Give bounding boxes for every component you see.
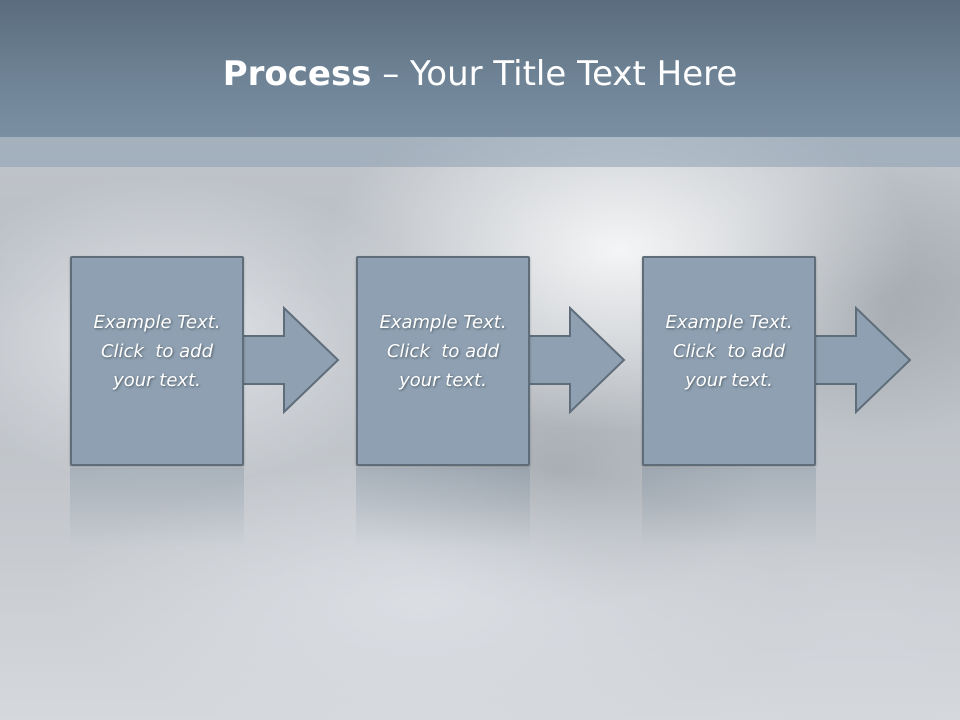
step-line: Click to add: [386, 341, 499, 362]
step-line: your text.: [113, 370, 201, 391]
step-line: your text.: [685, 370, 773, 391]
step-box[interactable]: [642, 256, 816, 466]
arrow-right-icon: [528, 306, 626, 414]
slide-title[interactable]: Process – Your Title Text Here: [0, 50, 960, 98]
step-line: Example Text.: [665, 312, 793, 333]
step-text[interactable]: Example Text. Click to add your text.: [356, 308, 530, 395]
arrow-right-icon: [242, 306, 340, 414]
title-subbar: [0, 137, 960, 167]
step-text[interactable]: Example Text. Click to add your text.: [642, 308, 816, 395]
step-2-reflection: [356, 468, 530, 548]
title-bar: [0, 0, 960, 137]
arrow-right-icon: [814, 306, 912, 414]
step-box[interactable]: [70, 256, 244, 466]
step-line: your text.: [399, 370, 487, 391]
step-line: Click to add: [672, 341, 785, 362]
step-line: Click to add: [100, 341, 213, 362]
step-text[interactable]: Example Text. Click to add your text.: [70, 308, 244, 395]
title-rest: – Your Title Text Here: [371, 54, 738, 94]
title-bold: Process: [222, 54, 372, 94]
step-line: Example Text.: [93, 312, 221, 333]
step-line: Example Text.: [379, 312, 507, 333]
step-3-reflection: [642, 468, 816, 548]
step-1-reflection: [70, 468, 244, 548]
step-box[interactable]: [356, 256, 530, 466]
